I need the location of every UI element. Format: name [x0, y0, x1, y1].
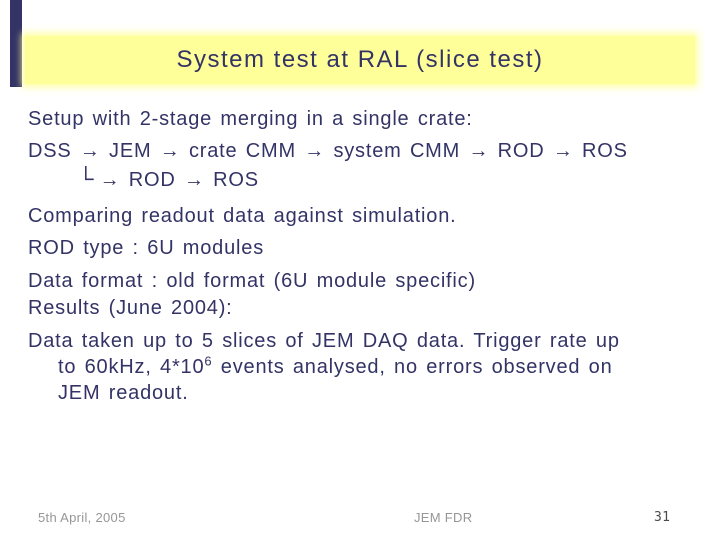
body-line-rod-type: ROD type : 6U modules [28, 237, 264, 259]
title-banner: System test at RAL (slice test) [25, 36, 695, 84]
para-line2-pre: to 60kHz, 4*10 [58, 356, 205, 378]
footer-presentation-name: JEM FDR [414, 510, 473, 525]
results-paragraph-line2: to 60kHz, 4*106 events analysed, no erro… [58, 353, 613, 379]
left-border-bar [10, 0, 22, 87]
footer-page-number: 31 [654, 510, 671, 525]
exponent-superscript: 6 [204, 353, 213, 369]
results-paragraph-line3: JEM readout. [58, 382, 189, 404]
branch-corner-glyph: └ [78, 166, 94, 191]
body-line-results: Results (June 2004): [28, 297, 233, 319]
body-line-branch: └→ ROD → ROS [78, 166, 259, 192]
body-line-comparing: Comparing readout data against simulatio… [28, 205, 457, 227]
body-line-dataflow-chain: DSS → JEM → crate CMM → system CMM → ROD… [28, 140, 628, 162]
footer-date: 5th April, 2005 [38, 510, 126, 525]
branch-text: → ROD → ROS [99, 169, 259, 191]
body-line-data-format: Data format : old format (6U module spec… [28, 270, 476, 292]
para-line2-post: events analysed, no errors observed on [212, 356, 613, 378]
slide-title: System test at RAL (slice test) [176, 46, 544, 73]
body-line-setup: Setup with 2-stage merging in a single c… [28, 108, 473, 130]
results-paragraph-line1: Data taken up to 5 slices of JEM DAQ dat… [28, 330, 620, 352]
